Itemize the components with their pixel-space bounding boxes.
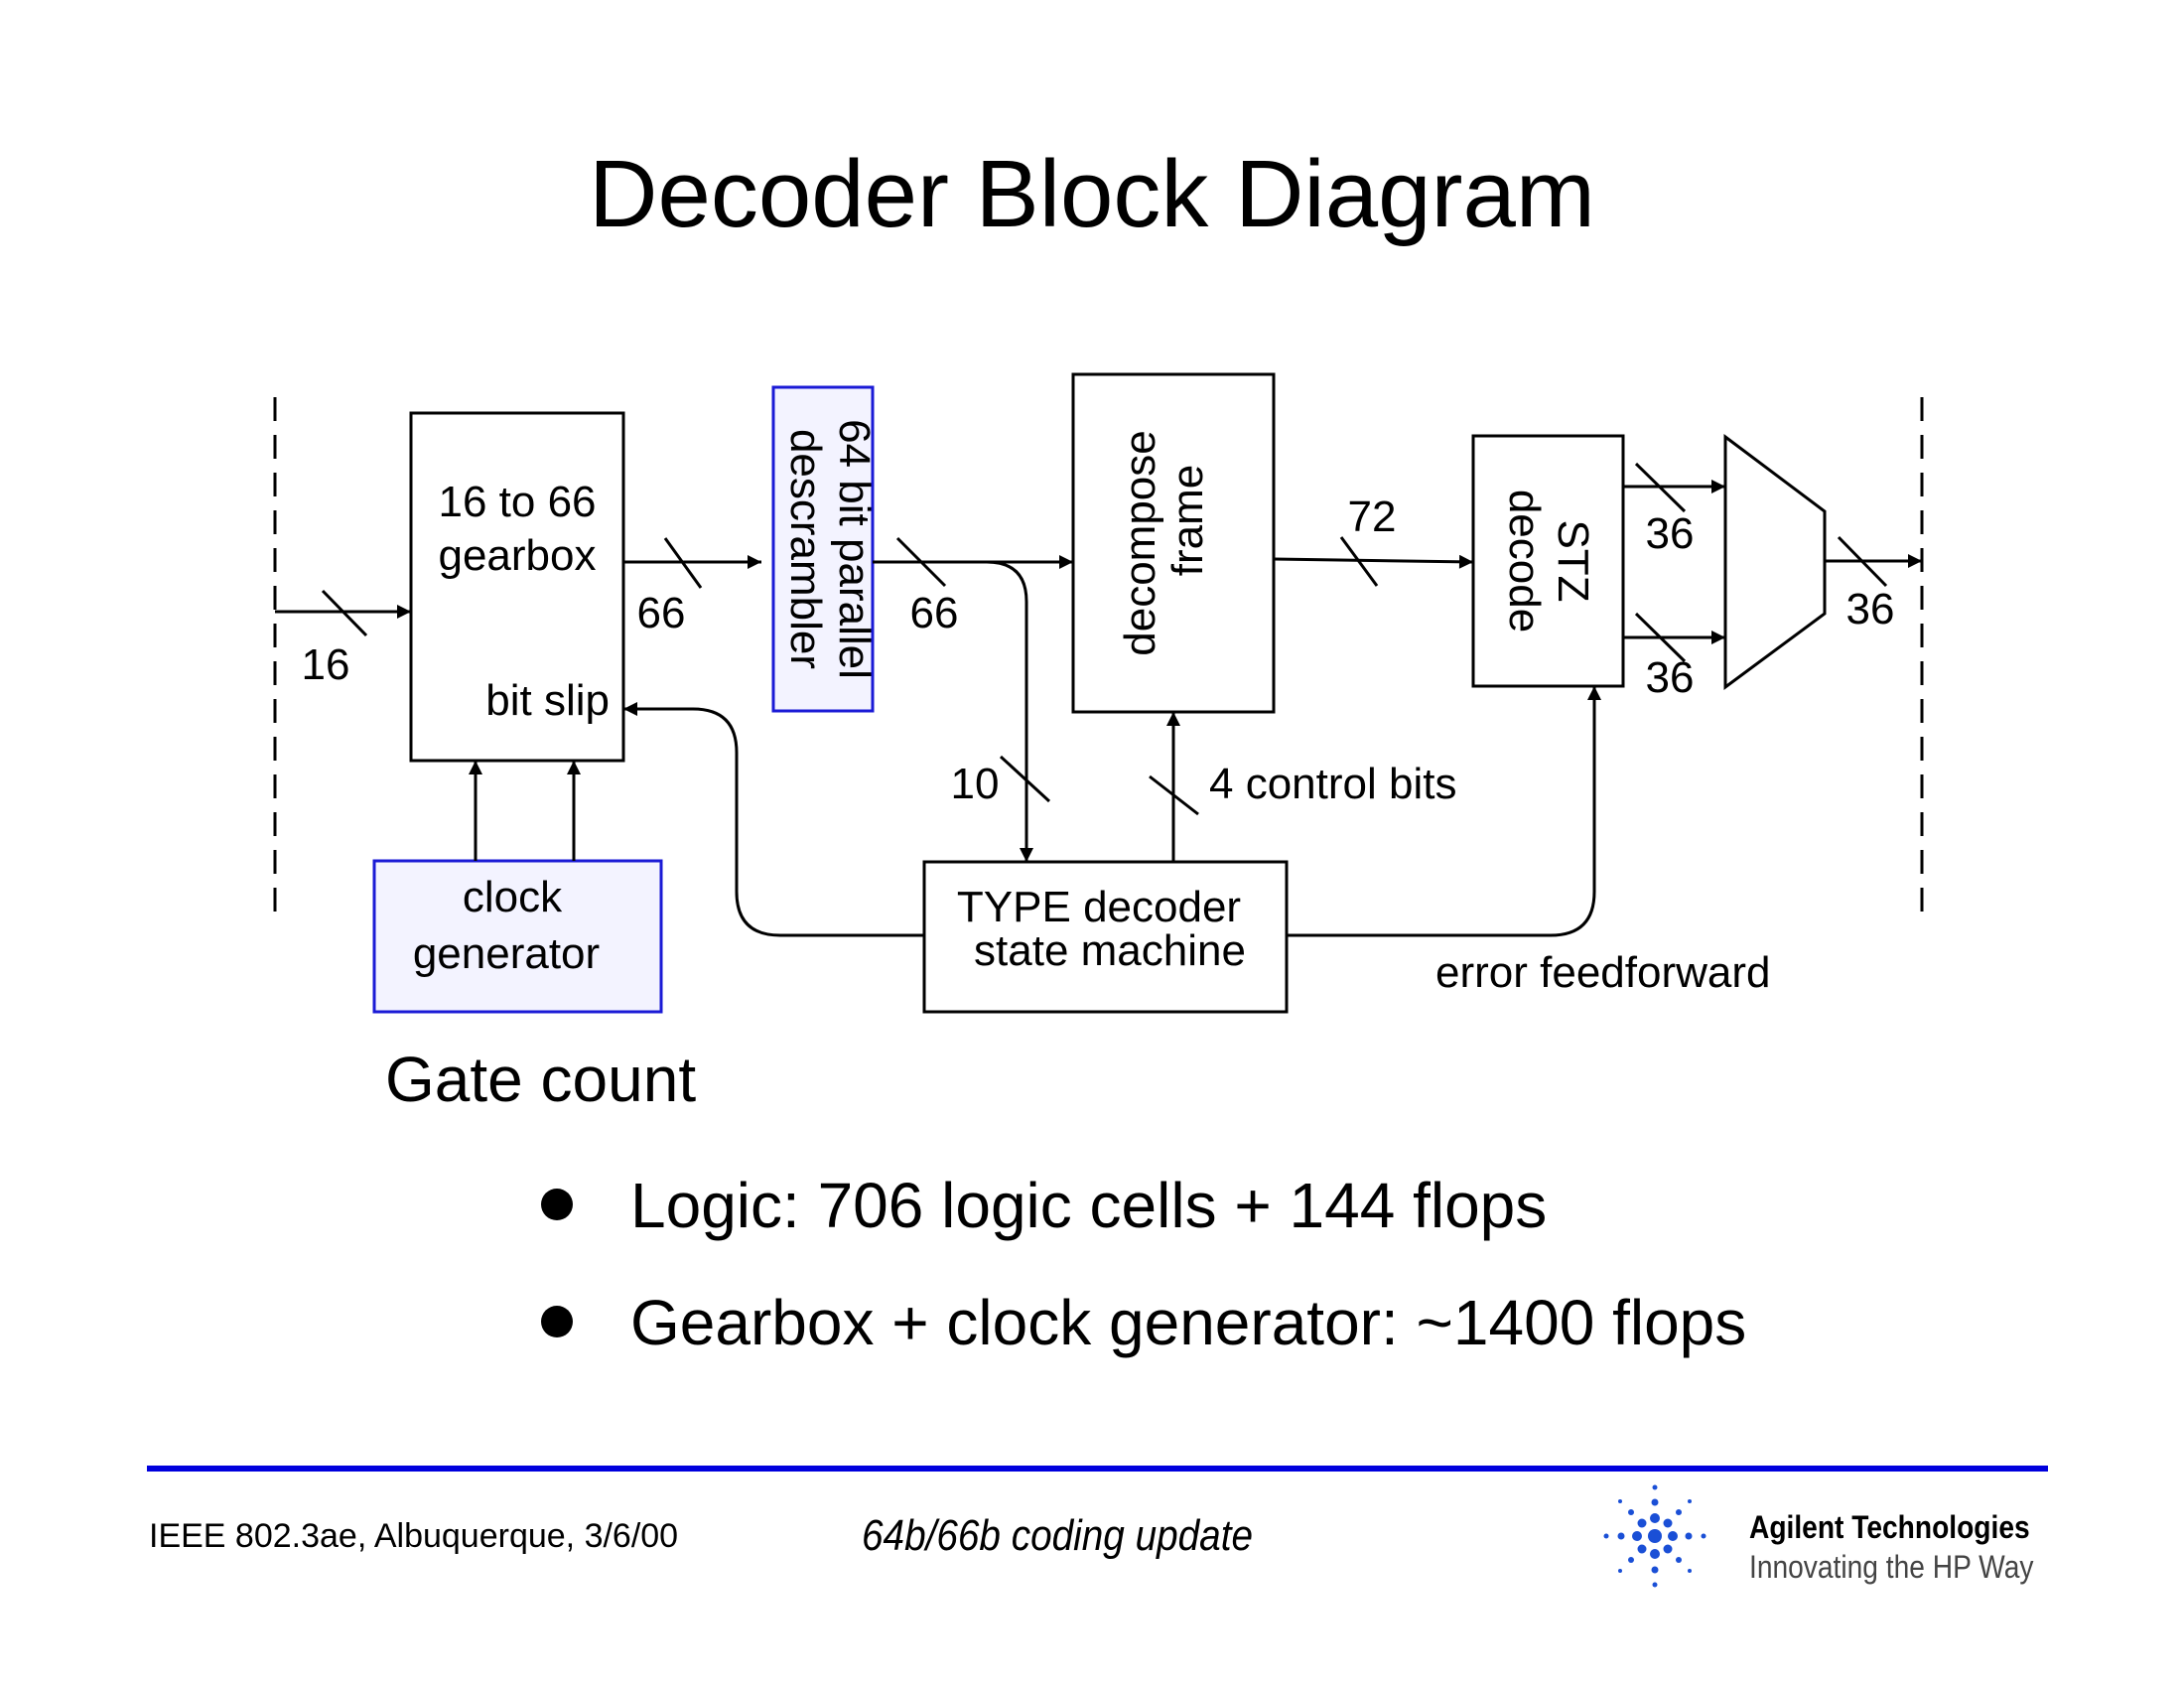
- bit-slip-label: bit slip: [485, 676, 610, 725]
- stz-decode-block: [1471, 434, 1625, 688]
- error-feedforward-label: error feedforward: [1435, 948, 1770, 997]
- mux-out-slash: [1837, 535, 1888, 588]
- type-input-arrow: [986, 560, 1033, 862]
- gearbox-block: [409, 411, 625, 763]
- descrambler-block: [771, 385, 875, 713]
- bullet-item: Logic: 706 logic cells + 144 flops: [541, 1174, 1547, 1237]
- agilent-spark-icon: [1603, 1484, 1706, 1588]
- descrambler-label-2: descrambler: [781, 429, 830, 669]
- type-input-slash: [999, 755, 1051, 803]
- descrambler-label-1: 64 bit parallel: [830, 419, 879, 679]
- mux-out-width: 36: [1846, 585, 1895, 633]
- slide-title: Decoder Block Diagram: [589, 141, 1595, 247]
- bullet-text: Gearbox + clock generator: ~1400 flops: [630, 1287, 1747, 1358]
- input-bus-width: 16: [302, 640, 350, 689]
- type-decoder-label-1: TYPE decoder: [957, 883, 1241, 931]
- decompose-frame-block: [1071, 372, 1276, 714]
- gearbox-out-width: 66: [637, 589, 686, 637]
- stz-out-top-slash: [1634, 462, 1687, 513]
- error-feedforward-arrow: [1287, 686, 1601, 937]
- decompose-label-1: decompose: [1116, 430, 1164, 655]
- type-decoder-block: [922, 860, 1289, 1014]
- bullet-text: Logic: 706 logic cells + 144 flops: [630, 1170, 1548, 1241]
- stz-out-bottom-width: 36: [1646, 653, 1695, 702]
- bit-slip-feedback-arrow: [623, 702, 924, 937]
- gate-count-heading: Gate count: [385, 1044, 697, 1115]
- stz-out-bottom-slash: [1634, 612, 1687, 663]
- stz-out-top-width: 36: [1646, 509, 1695, 558]
- stz-label-1: STZ: [1549, 519, 1597, 602]
- footer-topic: 64b/66b coding update: [862, 1511, 1254, 1560]
- descrambler-out-slash: [895, 536, 947, 588]
- clock-label-2: generator: [413, 929, 600, 978]
- input-bus-slash: [321, 589, 368, 637]
- clock-label-1: clock: [463, 873, 563, 921]
- footer-event: IEEE 802.3ae, Albuquerque, 3/6/00: [149, 1517, 679, 1555]
- descrambler-out-width: 66: [910, 589, 959, 637]
- stz-label-2: decode: [1500, 490, 1549, 632]
- decompose-out-slash: [1339, 536, 1379, 587]
- decompose-label-2: frame: [1163, 465, 1212, 576]
- brand-name: Agilent Technologies: [1749, 1509, 2030, 1545]
- control-bits-label: 4 control bits: [1209, 760, 1456, 808]
- bullet-dot-icon: [541, 1306, 573, 1338]
- decompose-out-width: 72: [1348, 492, 1397, 541]
- bullet-item: Gearbox + clock generator: ~1400 flops: [541, 1291, 1746, 1354]
- gearbox-label-1: 16 to 66: [438, 478, 596, 526]
- clock-generator-block: [372, 859, 663, 1014]
- bullet-dot-icon: [541, 1189, 573, 1221]
- brand-tagline: Innovating the HP Way: [1749, 1549, 2034, 1585]
- output-mux: [1723, 434, 1827, 690]
- type-decoder-label-2: state machine: [974, 926, 1246, 975]
- gearbox-label-2: gearbox: [438, 531, 596, 580]
- type-input-width: 10: [951, 760, 1000, 808]
- footer-rule: [147, 1466, 2048, 1472]
- decompose-out-arrow: [1273, 554, 1474, 569]
- gearbox-out-slash: [663, 537, 703, 589]
- control-bits-slash: [1149, 774, 1199, 816]
